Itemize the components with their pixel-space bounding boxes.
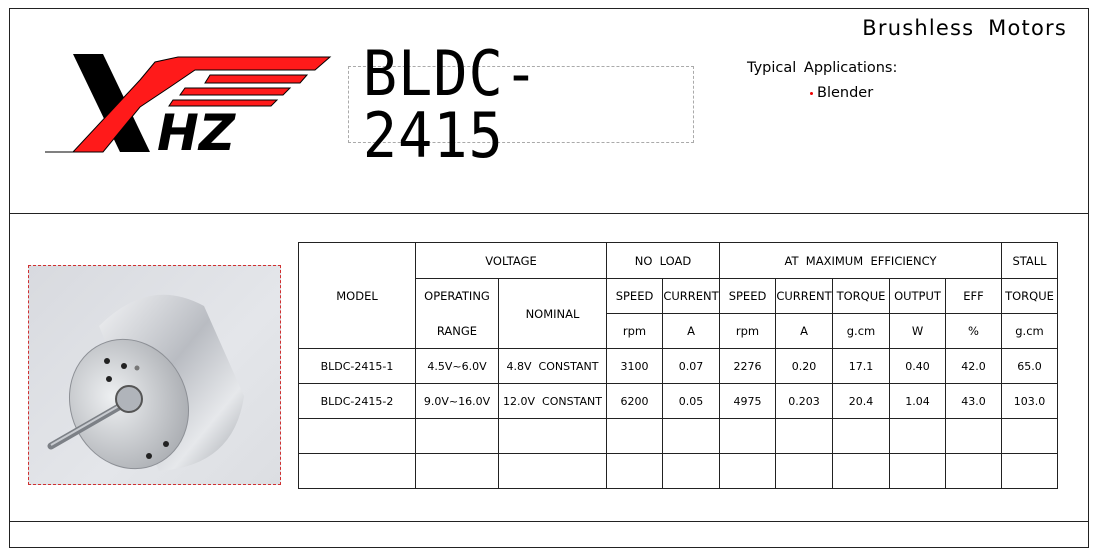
cell-me-output: 1.04 xyxy=(889,383,946,419)
cell-operating-range: 4.5V~6.0V xyxy=(415,348,499,384)
header-nominal: NOMINAL xyxy=(498,278,607,349)
spec-table: MODEL VOLTAGE NO LOAD AT MAXIMUM EFFICIE… xyxy=(298,242,1058,489)
cell-empty xyxy=(832,453,890,489)
cell-empty xyxy=(415,418,499,454)
cell-empty xyxy=(945,453,1002,489)
cell-me-current: 0.20 xyxy=(775,348,833,384)
header-operating: OPERATING xyxy=(415,278,499,314)
cell-me-output: 0.40 xyxy=(889,348,946,384)
table-row-empty xyxy=(298,453,1058,489)
cell-nominal: 12.0V CONSTANT xyxy=(498,383,607,419)
application-item-label: Blender xyxy=(817,85,874,101)
cell-empty xyxy=(606,418,663,454)
cell-empty xyxy=(832,418,890,454)
cell-empty xyxy=(498,418,607,454)
cell-me-current: 0.203 xyxy=(775,383,833,419)
table-row-empty xyxy=(298,418,1058,454)
model-title: BLDC-2415 xyxy=(362,36,540,172)
table-row: BLDC-2415-2 9.0V~16.0V 12.0V CONSTANT 62… xyxy=(298,383,1058,419)
header-nl-current: CURRENT xyxy=(662,278,720,314)
cell-operating-range: 9.0V~16.0V xyxy=(415,383,499,419)
cell-empty xyxy=(1001,418,1058,454)
cell-model xyxy=(298,418,416,454)
unit-me-torque: g.cm xyxy=(832,313,890,349)
cell-empty xyxy=(606,453,663,489)
cell-model xyxy=(298,453,416,489)
unit-me-current: A xyxy=(775,313,833,349)
cell-me-speed: 2276 xyxy=(719,348,776,384)
header-me-output: OUTPUT xyxy=(889,278,946,314)
cell-me-eff: 43.0 xyxy=(945,383,1002,419)
logo-x-black-stroke xyxy=(73,54,150,152)
header-me-speed: SPEED xyxy=(719,278,776,314)
header-me-current: CURRENT xyxy=(775,278,833,314)
header-me-torque: TORQUE xyxy=(832,278,890,314)
product-category: Brushless Motors xyxy=(862,16,1067,40)
cell-model: BLDC-2415-1 xyxy=(298,348,416,384)
cell-empty xyxy=(945,418,1002,454)
unit-me-output: W xyxy=(889,313,946,349)
cell-st-torque: 65.0 xyxy=(1001,348,1058,384)
header-max-efficiency: AT MAXIMUM EFFICIENCY xyxy=(719,242,1002,279)
cell-empty xyxy=(498,453,607,489)
cell-nl-speed: 6200 xyxy=(606,383,663,419)
footer-divider xyxy=(9,521,1089,522)
cell-empty xyxy=(662,453,720,489)
cell-me-speed: 4975 xyxy=(719,383,776,419)
cell-nl-current: 0.07 xyxy=(662,348,720,384)
cell-empty xyxy=(889,453,946,489)
bullet-icon xyxy=(810,91,813,95)
header-voltage: VOLTAGE xyxy=(415,242,607,279)
cell-nl-current: 0.05 xyxy=(662,383,720,419)
cell-nominal: 4.8V CONSTANT xyxy=(498,348,607,384)
cell-st-torque: 103.0 xyxy=(1001,383,1058,419)
cell-me-eff: 42.0 xyxy=(945,348,1002,384)
header-divider xyxy=(9,213,1089,214)
applications-label: Typical Applications: xyxy=(747,60,898,76)
cell-empty xyxy=(889,418,946,454)
logo-hz-text: HZ xyxy=(157,104,237,154)
cell-empty xyxy=(662,418,720,454)
unit-me-speed: rpm xyxy=(719,313,776,349)
unit-st-torque: g.cm xyxy=(1001,313,1058,349)
header-nl-speed: SPEED xyxy=(606,278,663,314)
unit-me-eff: % xyxy=(945,313,1002,349)
header-me-eff: EFF xyxy=(945,278,1002,314)
header-no-load: NO LOAD xyxy=(606,242,720,279)
unit-nl-speed: rpm xyxy=(606,313,663,349)
logo-x-red-stroke xyxy=(45,56,332,153)
cell-empty xyxy=(775,418,833,454)
cell-nl-speed: 3100 xyxy=(606,348,663,384)
cell-empty xyxy=(719,453,776,489)
unit-nl-current: A xyxy=(662,313,720,349)
table-header-row-groups: MODEL VOLTAGE NO LOAD AT MAXIMUM EFFICIE… xyxy=(298,242,1058,349)
cell-empty xyxy=(775,453,833,489)
header-model: MODEL xyxy=(298,242,416,349)
motor-illustration xyxy=(47,294,244,471)
cell-empty xyxy=(415,453,499,489)
header-range: RANGE xyxy=(415,313,499,349)
product-photo xyxy=(28,265,281,485)
cell-me-torque: 20.4 xyxy=(832,383,890,419)
model-title-box: BLDC-2415 xyxy=(348,42,694,166)
cell-me-torque: 17.1 xyxy=(832,348,890,384)
cell-empty xyxy=(1001,453,1058,489)
header-st-torque: TORQUE xyxy=(1001,278,1058,314)
cell-model: BLDC-2415-2 xyxy=(298,383,416,419)
brand-logo: HZ xyxy=(45,54,332,154)
cell-empty xyxy=(719,418,776,454)
table-header-row-subheaders: OPERATING NOMINAL SPEED CURRENT SPEED CU… xyxy=(299,278,1058,349)
table-row: BLDC-2415-1 4.5V~6.0V 4.8V CONSTANT 3100… xyxy=(298,348,1058,384)
header-stall: STALL xyxy=(1001,242,1058,279)
application-item: Blender xyxy=(810,85,873,101)
